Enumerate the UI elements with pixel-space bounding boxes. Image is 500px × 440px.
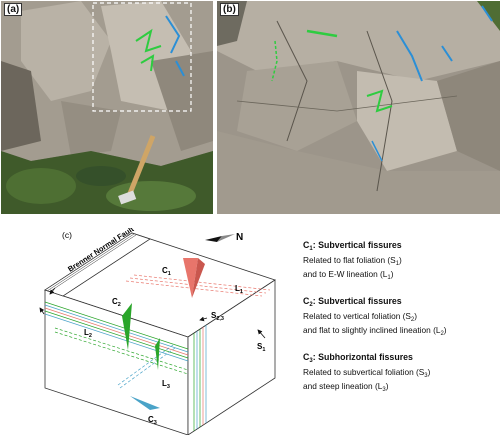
block-diagram: (c) Brenner Normal Fault [0, 224, 500, 436]
legend-c1-line1: Related to flat foliation (S1) [303, 254, 402, 267]
c1-fissure [183, 258, 198, 298]
photo-a-image [1, 1, 213, 214]
label-l2: L2 [84, 328, 92, 339]
label-s23: S2,3 [211, 311, 224, 322]
svg-text:N: N [236, 232, 243, 243]
c3-fissure [130, 396, 160, 410]
legend-c3-line2: and steep lineation (L3) [303, 381, 389, 393]
legend-c2-line2: and flat to slightly inclined lineation … [303, 325, 447, 337]
panel-a-label: (a) [4, 3, 23, 16]
legend-c2-heading: C2: Subvertical fissures [303, 296, 402, 308]
panel-c-label: (c) [62, 230, 72, 240]
north-arrow-icon: N [205, 232, 243, 243]
label-s1: S1 [257, 342, 265, 353]
block-side-face [187, 279, 276, 436]
label-c3: C3 [148, 415, 157, 426]
panel-b-label: (b) [220, 3, 239, 16]
label-l1: L1 [235, 284, 243, 295]
photo-b-image [217, 1, 500, 214]
legend-c3: C3: Subhorizontal fissures Related to su… [303, 352, 498, 396]
legend-c3-line1: Related to subvertical foliation (S3) [303, 366, 431, 379]
photo-panel-b: (b) [217, 1, 500, 214]
legend-c1-heading: C1: Subvertical fissures [303, 240, 402, 252]
label-c2: C2 [112, 297, 121, 308]
label-l3: L3 [162, 379, 170, 390]
legend-c1: C1: Subvertical fissures Related to flat… [303, 240, 498, 284]
c2-fissure [122, 303, 132, 350]
legend-c2: C2: Subvertical fissures Related to vert… [303, 296, 498, 340]
label-c1: C1 [162, 266, 171, 277]
legend-c3-heading: C3: Subhorizontal fissures [303, 352, 413, 364]
block-diagram-svg: (c) Brenner Normal Fault [39, 224, 276, 436]
legend-c1-line2: and to E-W lineation (L1) [303, 269, 394, 281]
c2-lens [155, 338, 160, 370]
photo-panel-a: (a) [1, 1, 213, 214]
legend-c2-line1: Related to vertical foliation (S2) [303, 310, 418, 323]
